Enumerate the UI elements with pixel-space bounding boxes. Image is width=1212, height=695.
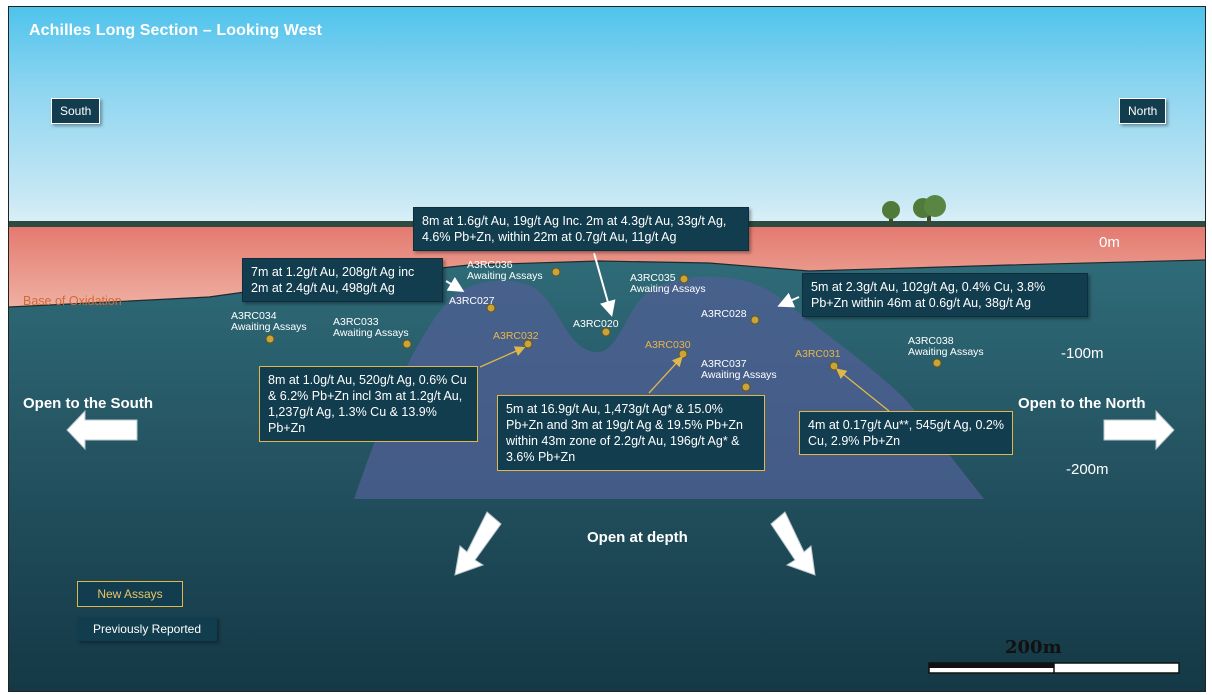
open-south-label: Open to the South: [23, 395, 153, 412]
drillhole-id: A3RC031: [795, 348, 841, 360]
scale-bar: [928, 662, 1180, 674]
depth-label-0m: 0m: [1099, 234, 1120, 251]
drillhole-label: A3RC037 Awaiting Assays: [701, 359, 777, 381]
drillhole-id: A3RC028: [701, 308, 747, 320]
drillhole-dot: [829, 361, 839, 371]
callout-arrow: [835, 368, 890, 412]
open-north-label: Open to the North: [1018, 395, 1146, 412]
figure-title: Achilles Long Section – Looking West: [29, 22, 323, 39]
callout-a3rc028: 5m at 2.3g/t Au, 102g/t Ag, 0.4% Cu, 3.8…: [802, 273, 1088, 317]
drillhole-dot: [486, 303, 496, 313]
callout-a3rc027: 7m at 1.2g/t Au, 208g/t Ag inc 2m at 2.4…: [242, 258, 443, 302]
callout-arrow: [777, 292, 800, 308]
drillhole-id: A3RC037: [701, 358, 747, 370]
arrow-down-right-icon: [770, 511, 816, 576]
drillhole-label: A3RC035 Awaiting Assays: [630, 273, 706, 295]
drillhole-id: A3RC020: [573, 318, 619, 330]
tree-icon: [882, 195, 946, 225]
arrow-right-icon: [1103, 409, 1175, 451]
drillhole-label: A3RC034 Awaiting Assays: [231, 311, 307, 333]
callout-arrow: [648, 356, 683, 394]
drillhole-id: A3RC036: [467, 259, 513, 271]
depth-label-100m: -100m: [1061, 345, 1104, 362]
callout-a3rc032: 8m at 1.0g/t Au, 520g/t Ag, 0.6% Cu & 6.…: [259, 366, 478, 442]
base-of-oxidation-label: Base of Oxidation: [23, 294, 122, 308]
drillhole-markers: [265, 267, 942, 392]
drillhole-label: A3RC031: [795, 349, 841, 360]
drillhole-dot: [551, 267, 561, 277]
callout-a3rc031: 4m at 0.17g/t Au**, 545g/t Ag, 0.2% Cu, …: [799, 411, 1013, 455]
south-label: South: [51, 98, 101, 124]
callout-a3rc030: 5m at 16.9g/t Au, 1,473g/t Ag* & 15.0% P…: [497, 395, 765, 471]
drillhole-dot: [402, 339, 412, 349]
open-depth-label: Open at depth: [587, 529, 688, 546]
drillhole-label: A3RC027: [449, 296, 495, 307]
drillhole-dot: [265, 334, 275, 344]
scale-label: 200m: [1005, 637, 1062, 658]
drillhole-id: A3RC033: [333, 316, 379, 328]
legend-previously-reported: Previously Reported: [77, 617, 217, 641]
arrow-left-icon: [66, 409, 138, 451]
drillhole-label: A3RC036 Awaiting Assays: [467, 260, 543, 282]
drillhole-dot: [601, 327, 611, 337]
drillhole-note: Awaiting Assays: [333, 327, 409, 339]
drillhole-label: A3RC033 Awaiting Assays: [333, 317, 409, 339]
drillhole-dot: [741, 382, 751, 392]
section-graphic: [9, 195, 1205, 691]
drillhole-note: Awaiting Assays: [231, 321, 307, 333]
drillhole-label: A3RC028: [701, 309, 747, 320]
drillhole-id: A3RC032: [493, 330, 539, 342]
drillhole-dot: [678, 349, 688, 359]
north-label: North: [1119, 98, 1167, 124]
callout-arrow: [445, 276, 465, 293]
long-section-figure: Achilles Long Section – Looking West Sou…: [8, 6, 1206, 692]
drillhole-id: A3RC027: [449, 295, 495, 307]
drillhole-label: A3RC030: [645, 340, 691, 351]
drillhole-note: Awaiting Assays: [467, 270, 543, 282]
drillhole-id: A3RC038: [908, 335, 954, 347]
callout-arrow: [479, 346, 526, 368]
legend-new-assays: New Assays: [77, 581, 183, 607]
drillhole-dot: [750, 315, 760, 325]
arrow-down-left-icon: [454, 511, 502, 576]
drillhole-id: A3RC034: [231, 310, 277, 322]
drillhole-label: A3RC032: [493, 331, 539, 342]
drillhole-note: Awaiting Assays: [701, 369, 777, 381]
drillhole-label: A3RC038 Awaiting Assays: [908, 336, 984, 358]
drillhole-id: A3RC035: [630, 272, 676, 284]
drillhole-label: A3RC020: [573, 319, 619, 330]
drillhole-id: A3RC030: [645, 339, 691, 351]
drillhole-dot: [679, 274, 689, 284]
drillhole-dot: [932, 358, 942, 368]
drillhole-dot: [523, 339, 533, 349]
drillhole-note: Awaiting Assays: [908, 346, 984, 358]
callout-arrow: [593, 252, 616, 317]
depth-label-200m: -200m: [1066, 461, 1109, 478]
callout-a3rc020: 8m at 1.6g/t Au, 19g/t Ag Inc. 2m at 4.3…: [413, 207, 749, 251]
drillhole-note: Awaiting Assays: [630, 283, 706, 295]
